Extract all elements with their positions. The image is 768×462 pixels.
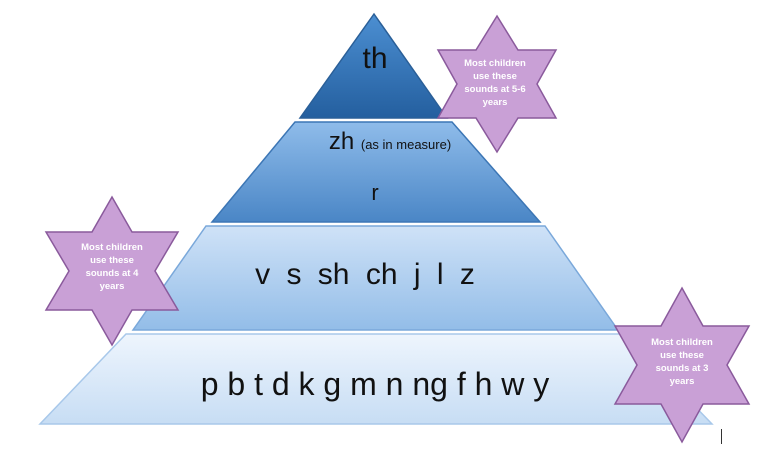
text-cursor <box>721 429 722 444</box>
tier-second-note: (as in measure) <box>360 137 452 152</box>
pyramid-tier-top <box>298 12 449 119</box>
pyramid-tier-base <box>38 333 714 425</box>
tier-base-sounds: p b t d k g m n ng f h w y <box>200 366 550 402</box>
tier-top-sounds: th <box>362 42 388 75</box>
star-badge-5-6-years <box>436 14 558 154</box>
star-badge-3-years <box>613 286 751 444</box>
star-text-4-years: Most children use these sounds at 4 year… <box>81 242 143 292</box>
star-badge-4-years <box>44 195 180 347</box>
tier-second-sub-sound: r <box>371 180 379 205</box>
star-text-5-6-years: Most children use these sounds at 5-6 ye… <box>464 58 526 108</box>
tier-second-main: zh <box>328 128 355 155</box>
pyramid-tier-second <box>210 121 542 223</box>
tier-second-sounds: zh (as in measure) <box>300 128 480 156</box>
star-text-3-years: Most children use these sounds at 3 year… <box>651 337 713 387</box>
tier-third-sounds: v s sh ch j l z <box>255 258 475 291</box>
